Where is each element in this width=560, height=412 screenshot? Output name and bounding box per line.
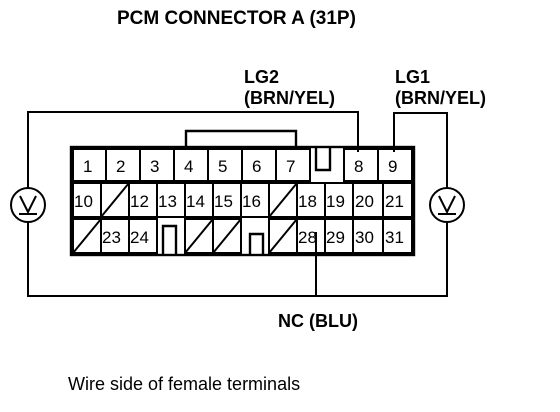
pin-8: 8 <box>343 148 379 182</box>
connector-body <box>69 129 416 257</box>
svg-text:8: 8 <box>354 157 363 176</box>
svg-text:1: 1 <box>83 157 92 176</box>
svg-text:28: 28 <box>298 228 317 247</box>
row-2: 10 12 13 14 15 16 18 19 20 21 <box>72 182 413 218</box>
voltmeter-icon <box>10 187 46 223</box>
svg-text:14: 14 <box>186 192 205 211</box>
pin-11-empty <box>100 182 130 218</box>
svg-text:5: 5 <box>218 157 227 176</box>
pin-25-empty <box>184 218 214 254</box>
svg-text:12: 12 <box>130 192 149 211</box>
pin-3: 3 <box>139 148 175 182</box>
nc-probe-wire-left <box>27 222 317 297</box>
svg-text:31: 31 <box>385 228 404 247</box>
pin-20: 20 <box>352 182 384 218</box>
svg-text:19: 19 <box>326 192 345 211</box>
pin-26-empty <box>212 218 242 254</box>
svg-text:23: 23 <box>102 228 121 247</box>
pin-13: 13 <box>156 182 186 218</box>
nc-label: NC (BLU) <box>278 311 358 331</box>
pin-22-empty <box>72 218 102 254</box>
pin-28: 28 <box>296 218 326 254</box>
pin-6: 6 <box>241 148 277 182</box>
connector-lock-tab <box>184 129 298 147</box>
lg2-probe-wire <box>27 111 359 188</box>
pin-17-empty <box>268 182 298 218</box>
svg-text:24: 24 <box>130 228 149 247</box>
diagram-title: PCM CONNECTOR A (31P) <box>117 8 356 29</box>
pin-18: 18 <box>296 182 326 218</box>
right-voltmeter-circuit <box>316 112 465 297</box>
left-voltmeter-circuit <box>10 111 359 297</box>
svg-text:9: 9 <box>388 157 397 176</box>
nc-probe-wire-right <box>316 222 448 297</box>
pin-16: 16 <box>240 182 270 218</box>
diagram-caption: Wire side of female terminals <box>68 374 300 394</box>
pin-21: 21 <box>382 182 413 218</box>
connector-key-notch <box>314 147 332 172</box>
svg-text:13: 13 <box>158 192 177 211</box>
pin-4: 4 <box>173 148 209 182</box>
svg-text:2: 2 <box>116 157 125 176</box>
pin-14: 14 <box>184 182 214 218</box>
pin-9: 9 <box>377 148 413 182</box>
lg2-label: LG2 <box>244 67 279 87</box>
pin-7: 7 <box>275 148 311 182</box>
svg-text:3: 3 <box>150 157 159 176</box>
pin-15: 15 <box>212 182 242 218</box>
svg-text:29: 29 <box>326 228 345 247</box>
pin-27-empty <box>268 218 298 254</box>
svg-text:4: 4 <box>184 157 193 176</box>
svg-text:7: 7 <box>286 157 295 176</box>
pin-5: 5 <box>207 148 243 182</box>
row-3: 23 24 28 29 30 31 <box>72 218 413 255</box>
svg-text:6: 6 <box>252 157 261 176</box>
pin-2: 2 <box>105 148 141 182</box>
voltmeter-icon <box>429 187 465 223</box>
pin-1: 1 <box>72 148 107 182</box>
svg-text:15: 15 <box>214 192 233 211</box>
svg-text:20: 20 <box>355 192 374 211</box>
pin-29: 29 <box>324 218 354 254</box>
lg1-probe-wire <box>393 112 448 188</box>
pin-19: 19 <box>324 182 354 218</box>
row-1: 1 2 3 4 5 6 7 8 9 <box>72 147 413 182</box>
connector-outline <box>69 145 416 257</box>
svg-text:18: 18 <box>298 192 317 211</box>
lg1-label: LG1 <box>395 67 430 87</box>
pin-31: 31 <box>382 218 413 254</box>
svg-text:30: 30 <box>355 228 374 247</box>
pin-23: 23 <box>100 218 130 254</box>
pin-12: 12 <box>128 182 158 218</box>
pin-30: 30 <box>352 218 384 254</box>
pin-10: 10 <box>72 182 102 218</box>
connector-key-notch-2 <box>161 224 178 255</box>
svg-text:21: 21 <box>385 192 404 211</box>
pin-24: 24 <box>128 218 158 254</box>
lg1-color-label: (BRN/YEL) <box>395 88 486 108</box>
svg-text:16: 16 <box>242 192 261 211</box>
svg-text:10: 10 <box>74 192 93 211</box>
connector-key-notch-3 <box>248 232 265 255</box>
lg2-color-label: (BRN/YEL) <box>244 88 335 108</box>
